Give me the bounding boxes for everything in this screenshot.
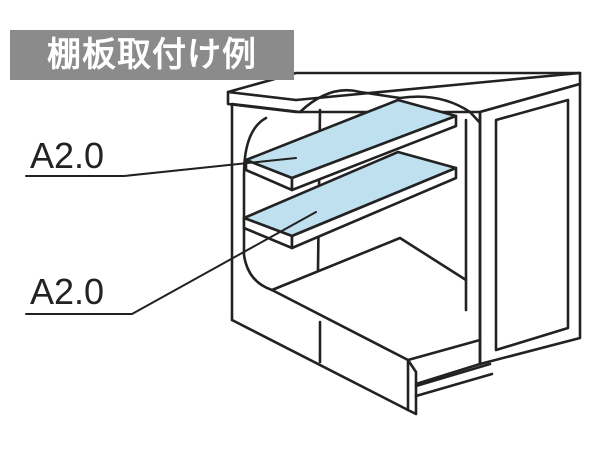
- cabinet-left-wall: [230, 102, 410, 412]
- title-badge: 棚板取付け例: [10, 30, 294, 80]
- page-title: 棚板取付け例: [47, 35, 257, 75]
- callout-label-lower-shelf: A2.0: [30, 271, 105, 312]
- callout-label-upper-shelf: A2.0: [30, 135, 105, 176]
- cabinet-right-door: [478, 82, 582, 366]
- callout-leader-upper: [25, 157, 297, 177]
- callout-leader-lower: [25, 211, 317, 315]
- lower-shelf: [242, 150, 458, 250]
- upper-shelf: [244, 98, 458, 192]
- cabinet-floor: [270, 288, 494, 416]
